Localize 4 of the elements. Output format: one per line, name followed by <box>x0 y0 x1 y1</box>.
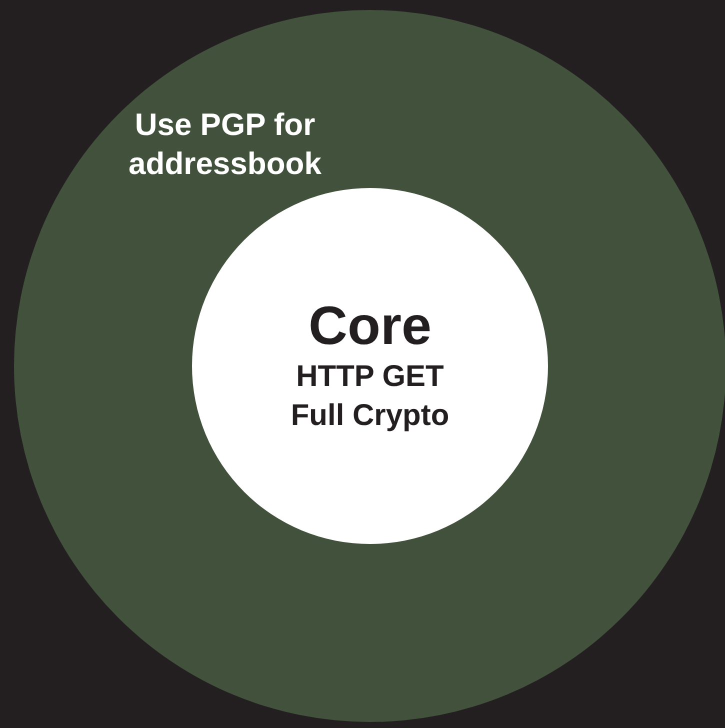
circle-label: Use PGP for addressbook <box>128 106 322 183</box>
circle-text: HTTP GET <box>296 358 444 395</box>
circle-text: Full Crypto <box>290 398 450 434</box>
circle-title: Core <box>308 297 432 357</box>
